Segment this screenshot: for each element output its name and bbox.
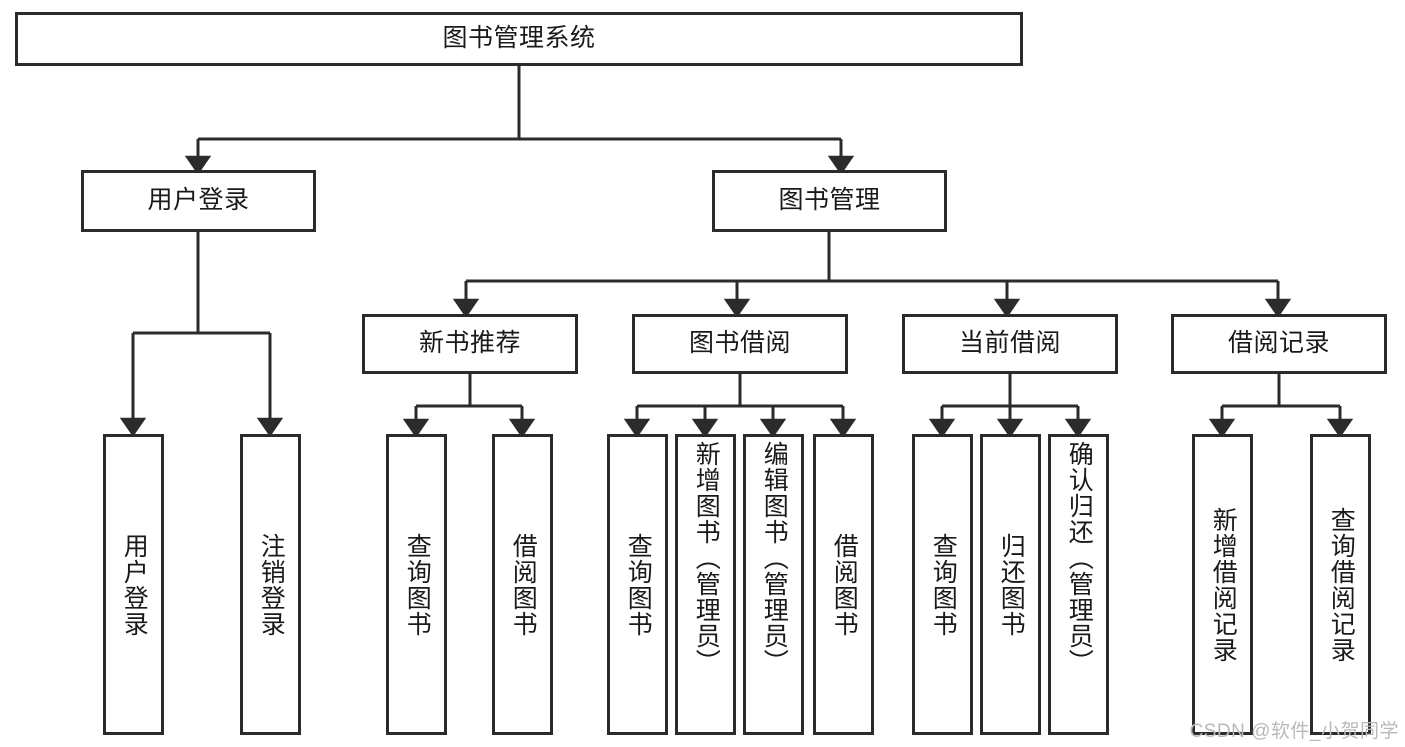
node-user-login[interactable]: 用户登录 xyxy=(81,170,316,232)
leaf-borrow-book-1[interactable]: 借阅图书 xyxy=(492,434,553,735)
leaf-borrow-book-2-label: 借阅图书 xyxy=(830,532,859,637)
node-book-manage[interactable]: 图书管理 xyxy=(712,170,947,232)
node-new-book-recommend-label: 新书推荐 xyxy=(418,329,521,358)
connectors-userlogin-to-leaves xyxy=(119,232,284,437)
leaf-logout-login-label: 注销登录 xyxy=(257,532,286,637)
connectors-newbook-to-leaves xyxy=(402,374,536,438)
connectors-currentborrow-to-leaves xyxy=(928,374,1092,438)
node-current-borrow-label: 当前借阅 xyxy=(958,329,1061,358)
leaf-logout-login[interactable]: 注销登录 xyxy=(240,434,301,735)
leaf-query-borrow-record[interactable]: 查询借阅记录 xyxy=(1310,434,1371,735)
connectors-borrowrecord-to-leaves xyxy=(1208,374,1354,438)
leaf-query-book-2-label: 查询图书 xyxy=(624,532,653,637)
leaf-user-login[interactable]: 用户登录 xyxy=(103,434,164,735)
node-book-borrow-label: 图书借阅 xyxy=(688,329,791,358)
connectors-bookmanage-to-level2 xyxy=(452,232,1292,318)
leaf-confirm-return-admin[interactable]: 确认归还（管理员） xyxy=(1048,434,1109,735)
leaf-query-book-1[interactable]: 查询图书 xyxy=(386,434,447,735)
connectors-bookborrow-to-leaves xyxy=(623,374,857,438)
leaf-edit-book-admin[interactable]: 编辑图书（管理员） xyxy=(743,434,804,735)
leaf-borrow-book-2[interactable]: 借阅图书 xyxy=(813,434,874,735)
leaf-edit-book-admin-label: 编辑图书（管理员） xyxy=(760,441,789,675)
leaf-user-login-label: 用户登录 xyxy=(120,532,149,637)
leaf-add-book-admin-label: 新增图书（管理员） xyxy=(692,441,721,675)
leaf-confirm-return-admin-label: 确认归还（管理员） xyxy=(1065,441,1094,675)
connectors-root-to-level1 xyxy=(184,66,855,175)
leaf-query-book-1-label: 查询图书 xyxy=(403,532,432,637)
leaf-query-book-3-label: 查询图书 xyxy=(929,532,958,637)
node-borrow-record[interactable]: 借阅记录 xyxy=(1171,314,1387,374)
leaf-return-book-label: 归还图书 xyxy=(997,532,1026,637)
leaf-borrow-book-1-label: 借阅图书 xyxy=(509,532,538,637)
node-new-book-recommend[interactable]: 新书推荐 xyxy=(362,314,578,374)
leaf-add-borrow-record-label: 新增借阅记录 xyxy=(1209,506,1238,663)
node-root-label: 图书管理系统 xyxy=(442,24,596,53)
leaf-add-book-admin[interactable]: 新增图书（管理员） xyxy=(675,434,736,735)
node-book-borrow[interactable]: 图书借阅 xyxy=(632,314,848,374)
leaf-return-book[interactable]: 归还图书 xyxy=(980,434,1041,735)
node-user-login-label: 用户登录 xyxy=(147,186,250,215)
node-book-manage-label: 图书管理 xyxy=(778,186,881,215)
node-borrow-record-label: 借阅记录 xyxy=(1227,329,1330,358)
leaf-add-borrow-record[interactable]: 新增借阅记录 xyxy=(1192,434,1253,735)
node-current-borrow[interactable]: 当前借阅 xyxy=(902,314,1118,374)
leaf-query-book-2[interactable]: 查询图书 xyxy=(607,434,668,735)
leaf-query-borrow-record-label: 查询借阅记录 xyxy=(1327,506,1356,663)
leaf-query-book-3[interactable]: 查询图书 xyxy=(912,434,973,735)
node-root-system[interactable]: 图书管理系统 xyxy=(15,12,1023,66)
